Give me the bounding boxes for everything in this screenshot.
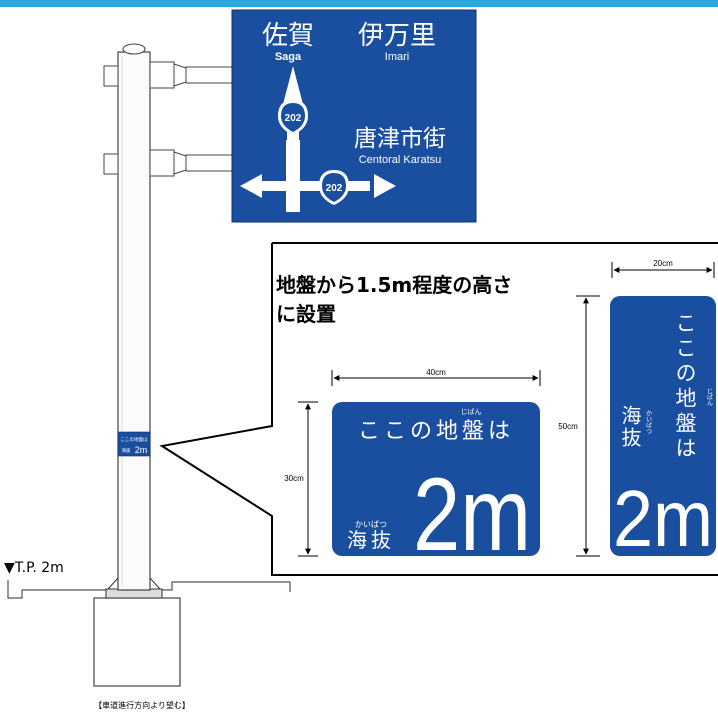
- arm-lower: [103, 149, 235, 177]
- vertical-sign-dimensioned: 20cm 50cm ここの地盤は じばん 海抜 かいばつ 2m: [558, 259, 716, 563]
- width-label-40: 40cm: [426, 368, 446, 377]
- dest-imari-en: Imari: [385, 51, 409, 63]
- callout-title-line1: 地盤から1.5m程度の高さ: [276, 273, 512, 297]
- pole-sign-value: 2m: [135, 445, 148, 455]
- height-label-30: 30cm: [284, 474, 304, 483]
- arrow-horizontal-shaft: [257, 181, 370, 191]
- vsign-value: 2m: [613, 474, 713, 563]
- callout-title-line2: に設置: [276, 302, 336, 326]
- hsign-text-kaibatsu: 海抜: [347, 528, 395, 552]
- ground-line: [7, 580, 291, 599]
- top-accent-bar: [0, 0, 718, 7]
- arrow-right-head: [374, 174, 396, 198]
- dest-karatsu-jp: 唐津市街: [354, 126, 446, 152]
- route-number-upper: 202: [285, 113, 302, 124]
- arrow-up-shaft: [286, 140, 300, 212]
- vsign-text-main: ここの地盤は: [673, 312, 697, 462]
- hsign-text-main: ここの地盤は: [358, 419, 514, 444]
- arm-upper: [103, 61, 235, 89]
- pole: [117, 51, 151, 591]
- vsign-ruby-jiban: じばん: [706, 388, 713, 406]
- dest-saga-jp: 佐賀: [262, 21, 314, 51]
- pole-elevation-sign: ここの地盤は 海抜 2m: [117, 431, 151, 457]
- hsign-ruby-kaibatsu: かいばつ: [355, 520, 387, 529]
- callout-box: 地盤から1.5m程度の高さ に設置 40cm 30cm ここの地盤は じばん か…: [159, 242, 718, 576]
- horizontal-sign-dimensioned: 40cm 30cm ここの地盤は じばん かいばつ 海抜 2m: [284, 368, 541, 573]
- vsign-text-kaibatsu: 海抜: [618, 405, 642, 449]
- route-shield-lower: 202: [319, 170, 349, 205]
- horizontal-sign: [332, 402, 540, 556]
- view-caption: 【車道進行方向より望む】: [94, 700, 190, 710]
- ground-level-label: ▼T.P. 2m: [4, 560, 64, 576]
- vsign-ruby-kaibatsu: かいばつ: [645, 410, 652, 434]
- route-number-lower: 202: [326, 183, 343, 194]
- direction-sign: 202 202 佐賀 Saga 伊万里 Imari 唐津市街 Centoral …: [231, 9, 477, 223]
- dest-imari-jp: 伊万里: [358, 21, 436, 51]
- foundation-block: [93, 597, 181, 687]
- arrow-up-head: [281, 66, 305, 112]
- arrow-left-head: [240, 174, 262, 198]
- hsign-ruby-jiban: じばん: [461, 407, 482, 416]
- dest-karatsu-en: Centoral Karatsu: [359, 154, 442, 166]
- dest-saga-en: Saga: [275, 51, 302, 63]
- route-shield-upper: 202: [278, 100, 308, 135]
- width-label-20: 20cm: [653, 259, 673, 268]
- pole-assembly: ここの地盤は 海抜 2m ▼T.P. 2m: [4, 43, 291, 687]
- pole-sign-line1: ここの地盤は: [121, 436, 148, 443]
- hsign-value: 2m: [413, 457, 531, 573]
- pole-sign-line2: 海抜: [122, 447, 131, 454]
- vertical-sign: [610, 296, 716, 556]
- pole-cap: [122, 43, 146, 55]
- height-label-50: 50cm: [558, 422, 578, 431]
